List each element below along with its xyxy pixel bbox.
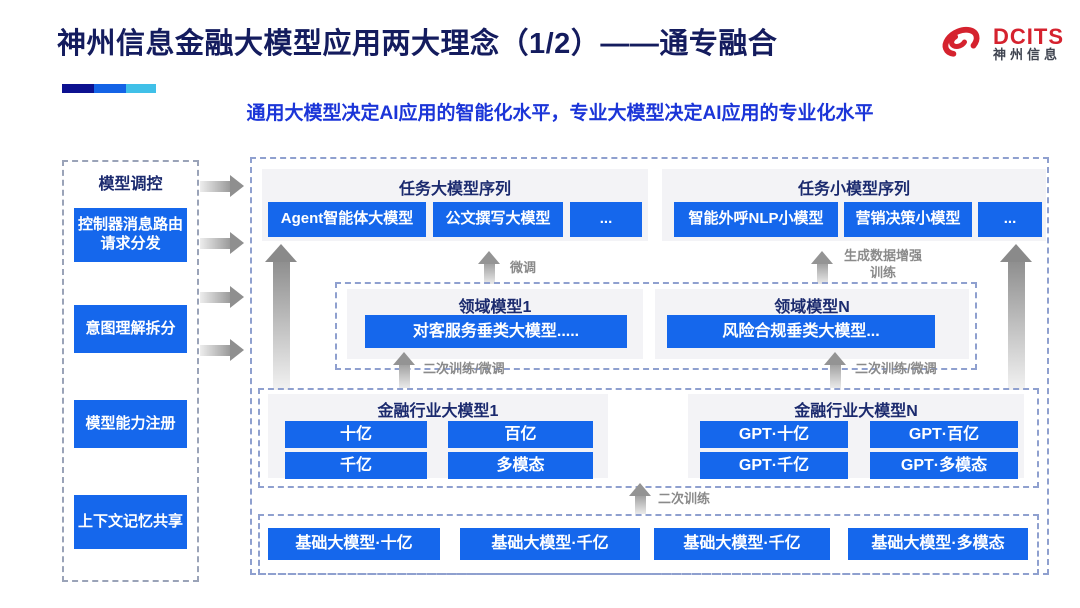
model-chip-small-more: ... <box>978 202 1042 237</box>
retrain-label: 二次训练 <box>658 491 711 506</box>
dcits-swirl-icon <box>934 18 986 69</box>
retrain-ft-label-left: 二次训练/微调 <box>423 361 505 376</box>
sidebar-item-intent: 意图理解拆分 <box>74 305 187 353</box>
flow-arrow-right-1 <box>200 175 244 197</box>
sidebar-item-router: 控制器消息路由请求分发 <box>74 208 187 262</box>
model-chip-1b: 十亿 <box>285 421 427 448</box>
flow-arrow-right-2 <box>200 232 244 254</box>
accent-bar-cyan <box>126 84 156 93</box>
model-chip-base-100b-1: 基础大模型·千亿 <box>460 528 640 560</box>
flow-arrow-right-3 <box>200 286 244 308</box>
logo-text: DCITS 神州信息 <box>993 25 1064 62</box>
domain-model-box <box>335 282 977 370</box>
logo-brand: DCITS <box>993 24 1064 50</box>
model-chip-100b: 千亿 <box>285 452 427 479</box>
model-chip-gpt-100b: GPT·千亿 <box>700 452 848 479</box>
dcits-logo: DCITS 神州信息 <box>934 18 1064 69</box>
model-chip-gpt-1b: GPT·十亿 <box>700 421 848 448</box>
model-chip-doc: 公文撰写大模型 <box>433 202 563 237</box>
gen-data-arrow <box>810 251 834 284</box>
sidebar-item-register: 模型能力注册 <box>74 400 187 448</box>
model-chip-gpt-10b: GPT·百亿 <box>870 421 1018 448</box>
retrain-ft-label-right: 二次训练/微调 <box>855 361 937 376</box>
sidebar-item-context: 上下文记忆共享 <box>74 495 187 549</box>
industry-left-title: 金融行业大模型1 <box>377 403 499 420</box>
model-control-title: 模型调控 <box>98 176 163 193</box>
fine-tune-label: 微调 <box>510 260 537 275</box>
title-accent-bar <box>62 84 156 93</box>
tall-arrow-left <box>265 244 297 390</box>
model-chip-base-multimodal: 基础大模型·多模态 <box>848 528 1028 560</box>
model-chip-multimodal: 多模态 <box>448 452 593 479</box>
industry-right-title: 金融行业大模型N <box>794 403 918 420</box>
retrain-ft-arrow-right <box>823 352 847 388</box>
logo-brand-cn: 神州信息 <box>993 47 1062 63</box>
domain-right-title: 领域模型N <box>774 299 850 316</box>
model-chip-marketing: 营销决策小模型 <box>844 202 972 237</box>
tall-arrow-right <box>1000 244 1032 390</box>
model-chip-10b: 百亿 <box>448 421 593 448</box>
accent-bar-mid <box>94 84 126 93</box>
retrain-ft-arrow-left <box>392 352 416 388</box>
gen-data-label: 生成数据增强训练 <box>843 248 922 280</box>
model-chip-agent: Agent智能体大模型 <box>268 202 426 237</box>
retrain-arrow <box>628 483 652 514</box>
accent-bar-dark <box>62 84 94 93</box>
flow-arrow-right-4 <box>200 339 244 361</box>
model-chip-customer-service: 对客服务垂类大模型..... <box>365 315 627 348</box>
base-model-box <box>258 514 1039 575</box>
page-title: 神州信息金融大模型应用两大理念（1/2）——通专融合 <box>57 28 778 60</box>
model-chip-risk-compliance: 风险合规垂类大模型... <box>667 315 935 348</box>
model-control-panel: 模型调控 控制器消息路由请求分发 意图理解拆分 模型能力注册 上下文记忆共享 <box>62 160 199 582</box>
model-chip-base-1b: 基础大模型·十亿 <box>268 528 440 560</box>
model-chip-outbound: 智能外呼NLP小模型 <box>674 202 838 237</box>
model-chip-base-100b-2: 基础大模型·千亿 <box>654 528 830 560</box>
task-large-title: 任务大模型序列 <box>398 181 511 198</box>
model-chip-large-more: ... <box>570 202 642 237</box>
domain-left-title: 领域模型1 <box>458 299 532 316</box>
model-chip-gpt-multimodal: GPT·多模态 <box>870 452 1018 479</box>
fine-tune-arrow <box>477 251 501 284</box>
task-small-title: 任务小模型序列 <box>797 181 910 198</box>
slide-subtitle: 通用大模型决定AI应用的智能化水平，专业大模型决定AI应用的专业化水平 <box>246 103 874 124</box>
